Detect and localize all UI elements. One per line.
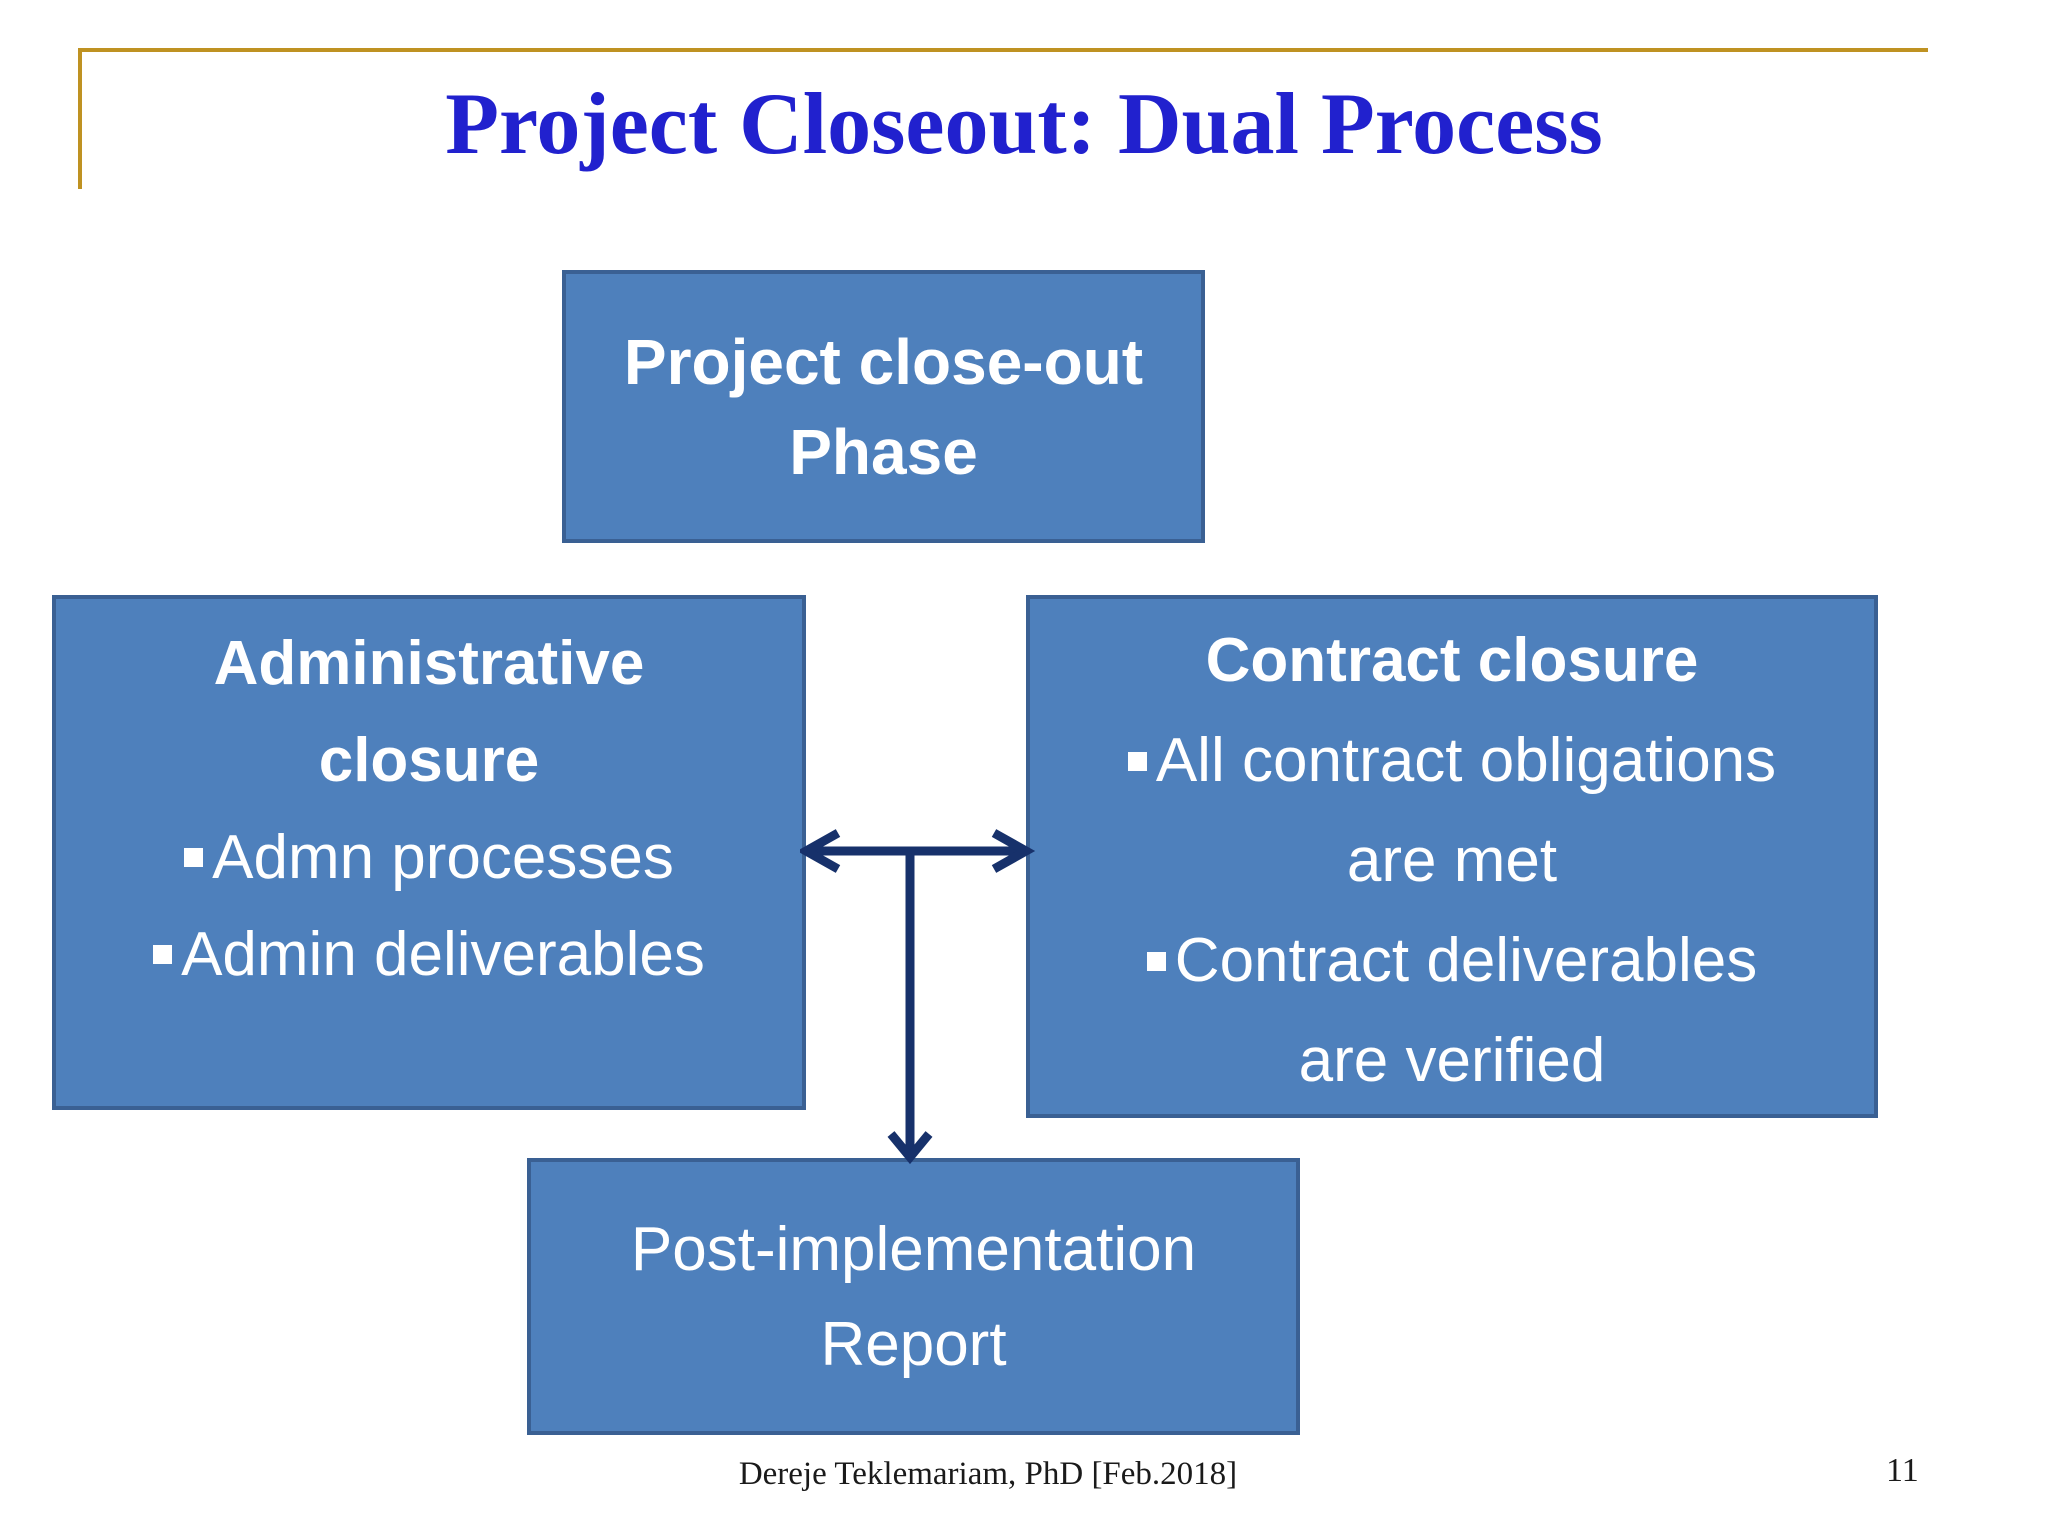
bottom-box-line-2: Report — [820, 1309, 1007, 1379]
top-box-project-closeout-phase: Project close-out Phase — [562, 270, 1205, 543]
gold-top-rule — [78, 48, 1928, 52]
left-box-bullet-1: Admn processes — [56, 809, 802, 906]
right-box-contract-closure: Contract closure All contract obligation… — [1026, 595, 1878, 1118]
arrowhead-left-icon — [800, 829, 841, 873]
left-box-bullet-2-text: Admin deliverables — [181, 920, 705, 989]
right-box-bullet-2-line-1: Contract deliverables — [1174, 926, 1758, 995]
bullet-square-icon — [1127, 751, 1147, 771]
bottom-box-line-1: Post-implementation — [630, 1214, 1197, 1284]
left-box-bullet-1-text: Admn processes — [212, 823, 674, 892]
left-box-bullet-2: Admin deliverables — [56, 906, 802, 1003]
bullet-square-icon — [1146, 951, 1166, 971]
arrowhead-down-icon — [887, 1131, 933, 1165]
page-number: 11 — [1886, 1452, 1919, 1489]
arrowhead-right-icon — [991, 829, 1036, 873]
right-box-bullet-2: Contract deliverables — [1030, 911, 1874, 1011]
connector-arrows — [800, 829, 1036, 1165]
right-box-bullet-1-line-2: are met — [1346, 826, 1558, 895]
left-box-title-line-1: Administrative — [213, 629, 645, 698]
right-box-bullet-1-line-1: All contract obligations — [1155, 726, 1777, 795]
left-box-title-line-2: closure — [318, 726, 540, 795]
bottom-box-post-implementation-report: Post-implementation Report — [527, 1158, 1300, 1435]
right-box-bullet-1: All contract obligations — [1030, 711, 1874, 811]
left-box-administrative-closure: Administrative closure Admn processes Ad… — [52, 595, 806, 1110]
top-box-line-2: Phase — [789, 415, 978, 488]
top-box-line-1: Project close-out — [623, 325, 1144, 398]
right-box-bullet-2-line-2: are verified — [1298, 1026, 1606, 1095]
bullet-square-icon — [153, 945, 173, 964]
bullet-square-icon — [184, 848, 204, 867]
right-box-title: Contract closure — [1205, 626, 1699, 695]
slide-title: Project Closeout: Dual Process — [445, 76, 1603, 173]
gold-left-rule — [78, 48, 82, 189]
footer-credit: Dereje Teklemariam, PhD [Feb.2018] — [738, 1456, 1238, 1492]
